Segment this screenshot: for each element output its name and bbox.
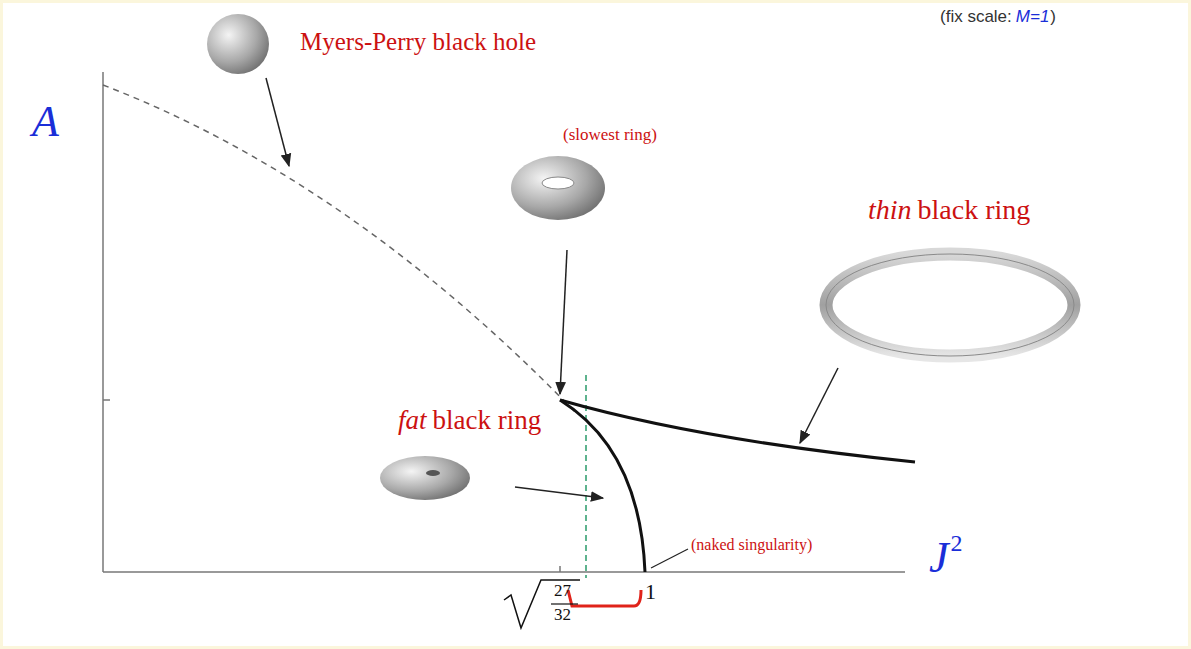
tick-label: 1 bbox=[645, 580, 656, 604]
series-label: Myers-Perry black hole bbox=[300, 28, 536, 56]
series-label: thin bbox=[868, 195, 912, 226]
series-label: black ring bbox=[433, 406, 542, 436]
tick-label: 27 bbox=[554, 582, 571, 601]
scale-value: M=1 bbox=[1016, 8, 1050, 27]
series-label: black ring bbox=[918, 195, 1031, 226]
axis-title: J bbox=[929, 534, 949, 582]
annotation: (naked singularity) bbox=[691, 536, 812, 554]
tick-label: 32 bbox=[554, 606, 571, 625]
series-label: fat bbox=[398, 406, 427, 436]
axis-title-exponent: 2 bbox=[951, 530, 963, 556]
scale-note: (fix scale: bbox=[940, 8, 1012, 27]
scale-note-end: ) bbox=[1050, 8, 1056, 27]
annotation: (slowest ring) bbox=[563, 126, 657, 145]
axis-title: A bbox=[32, 98, 59, 146]
